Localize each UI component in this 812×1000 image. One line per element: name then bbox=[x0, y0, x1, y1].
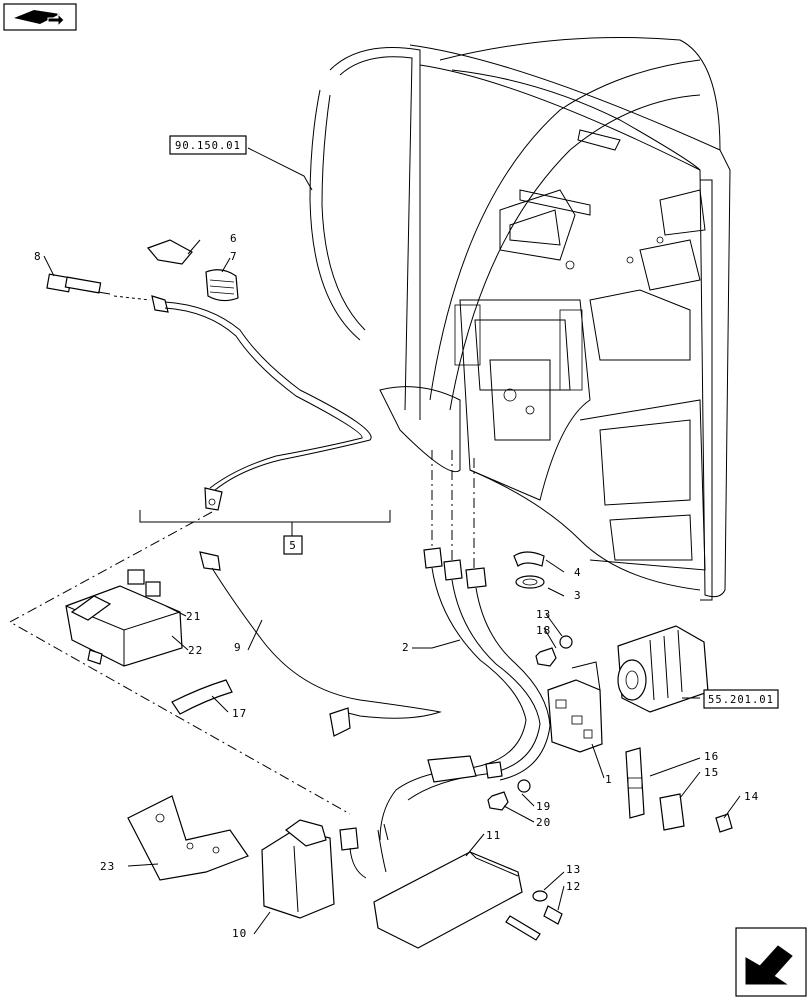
nut-washer-pair bbox=[535, 635, 573, 667]
callout-15: 15 bbox=[704, 766, 719, 779]
callout-6: 6 bbox=[230, 232, 238, 245]
leader-lines bbox=[43, 147, 741, 935]
junction-box bbox=[261, 819, 335, 919]
callout-13-lower: 13 bbox=[566, 863, 581, 876]
callout-8: 8 bbox=[34, 250, 42, 263]
callout-3: 3 bbox=[574, 589, 582, 602]
hose bbox=[171, 679, 233, 715]
callout-14: 14 bbox=[744, 790, 759, 803]
battery-cable-assembly bbox=[46, 239, 372, 511]
callout-23: 23 bbox=[100, 860, 115, 873]
callout-22: 22 bbox=[188, 644, 203, 657]
fuse bbox=[715, 813, 733, 833]
callout-1: 1 bbox=[605, 773, 613, 786]
callout-13-upper: 13 bbox=[536, 608, 551, 621]
callout-9: 9 bbox=[234, 641, 242, 654]
harness-bracket bbox=[139, 510, 391, 536]
callout-11: 11 bbox=[486, 829, 501, 842]
starter-reference-label: 55.201.01 bbox=[708, 694, 774, 706]
starter-motor bbox=[617, 625, 709, 713]
next-page-arrow-icon[interactable] bbox=[735, 927, 807, 997]
callout-20: 20 bbox=[536, 816, 551, 829]
main-harness bbox=[339, 547, 551, 879]
cab-reference-label: 90.150.01 bbox=[175, 140, 241, 152]
callout-5-box[interactable]: 5 bbox=[283, 535, 303, 555]
nut-washer-pair-2 bbox=[487, 779, 531, 811]
callout-19: 19 bbox=[536, 800, 551, 813]
relay-module bbox=[65, 569, 183, 667]
book-open-arrow-icon[interactable] bbox=[3, 3, 77, 31]
solenoid-switch bbox=[547, 661, 603, 753]
starter-reference[interactable]: 55.201.01 bbox=[703, 689, 779, 709]
ground-cable bbox=[199, 551, 442, 737]
bolt-washer bbox=[505, 890, 563, 941]
callout-18: 18 bbox=[536, 624, 551, 637]
callout-17: 17 bbox=[232, 707, 247, 720]
callout-21: 21 bbox=[186, 610, 201, 623]
callout-10: 10 bbox=[232, 927, 247, 940]
callout-12: 12 bbox=[566, 880, 581, 893]
assembly-guide-lines bbox=[8, 450, 475, 815]
callout-2: 2 bbox=[402, 641, 410, 654]
terminal-cover bbox=[625, 747, 685, 831]
cab-reference[interactable]: 90.150.01 bbox=[169, 135, 247, 155]
callout-16: 16 bbox=[704, 750, 719, 763]
callout-5: 5 bbox=[289, 539, 297, 552]
battery-cover bbox=[373, 851, 523, 949]
callout-4: 4 bbox=[574, 566, 582, 579]
mounting-bracket bbox=[127, 795, 249, 881]
callout-7: 7 bbox=[230, 250, 238, 263]
cab-frame bbox=[309, 37, 731, 601]
cable-clip bbox=[513, 551, 545, 589]
